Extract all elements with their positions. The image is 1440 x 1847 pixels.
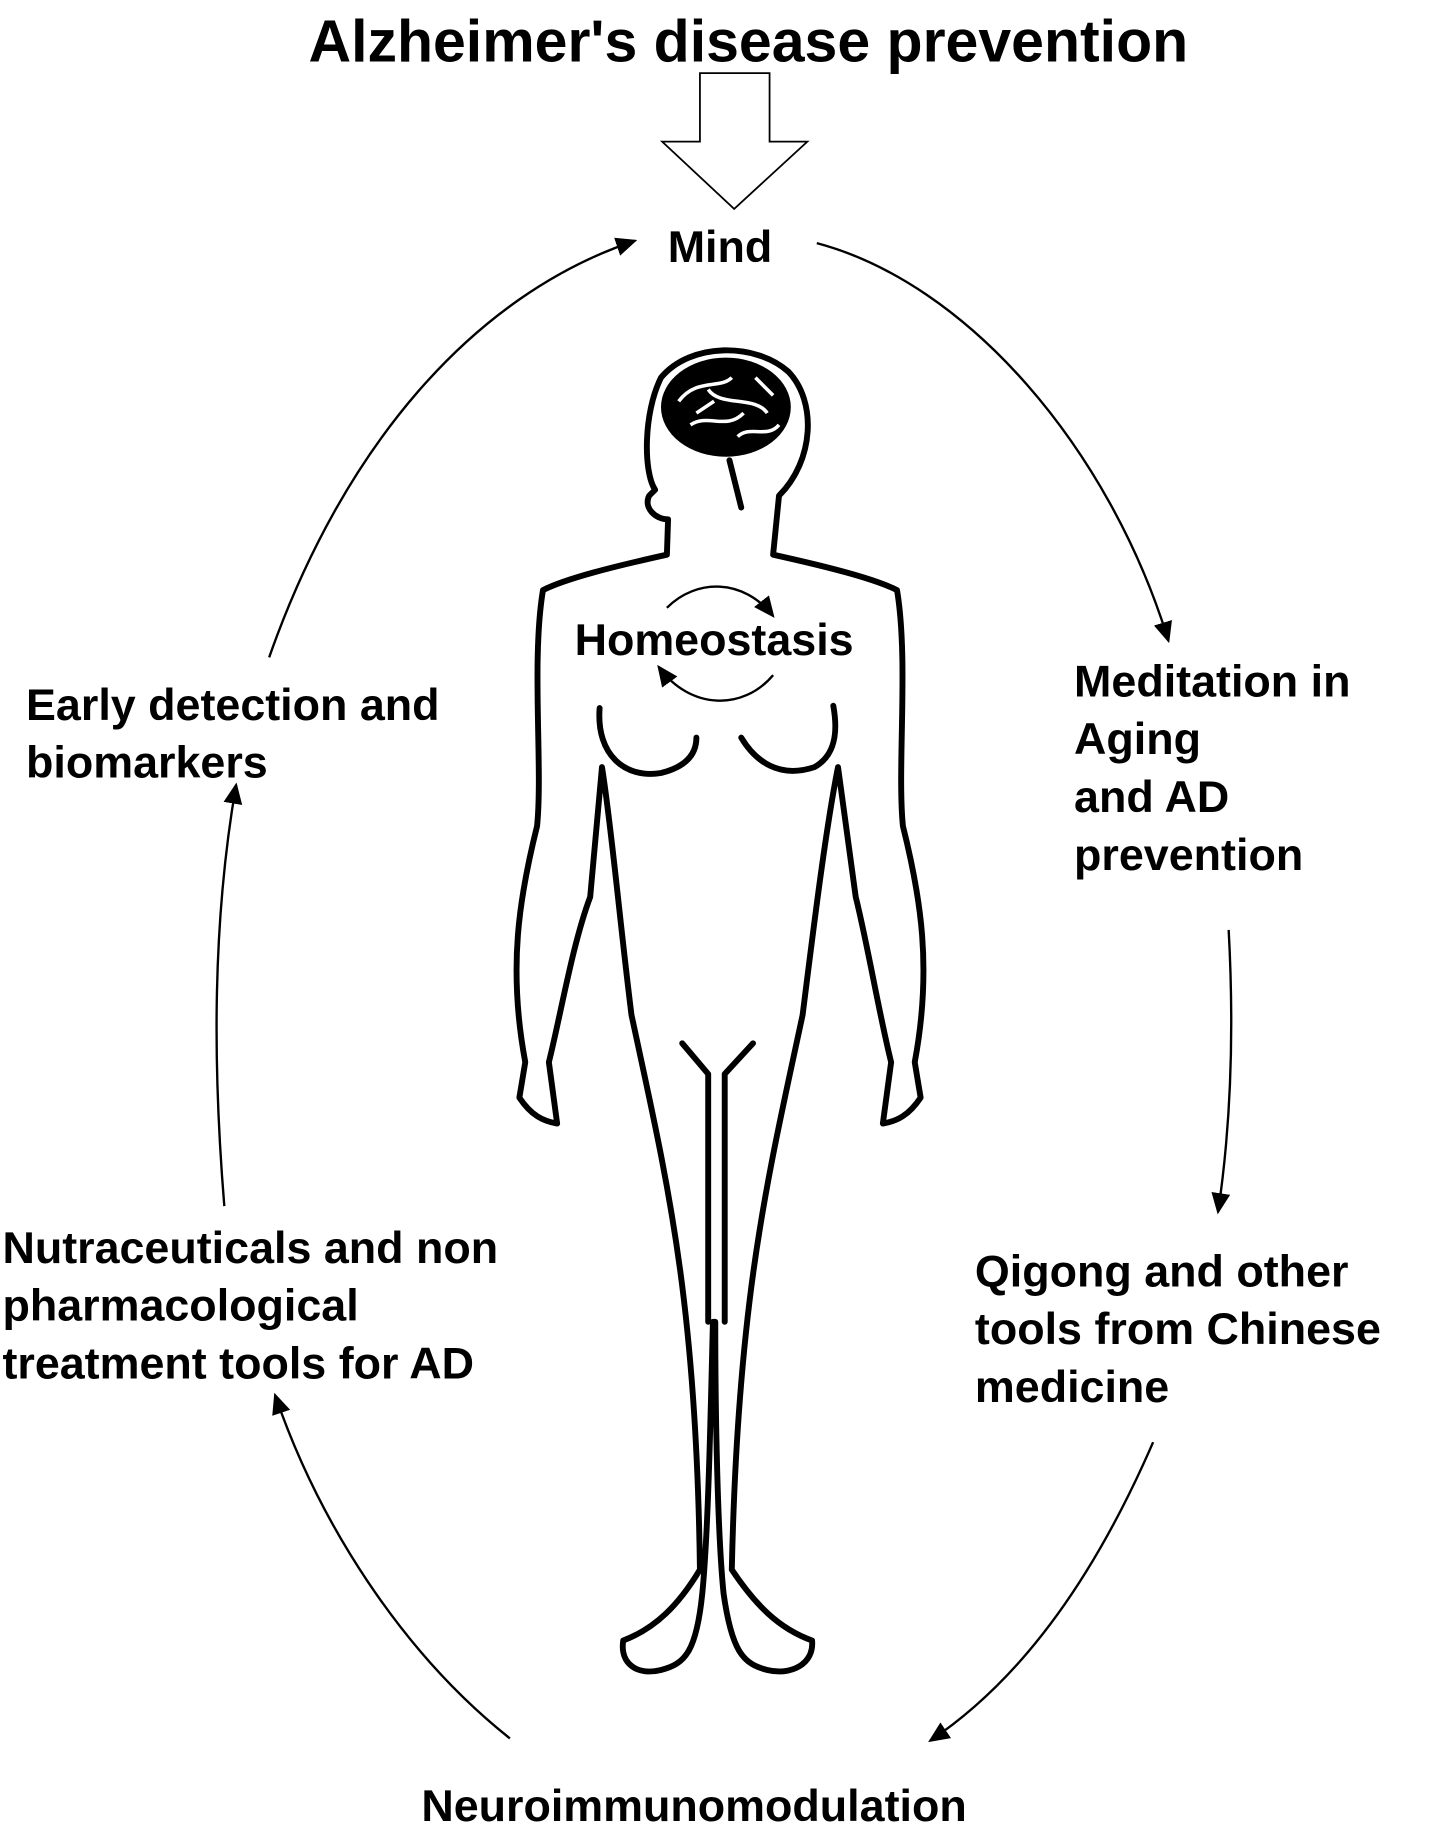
brain-icon — [660, 357, 791, 457]
down-arrow — [659, 72, 810, 211]
node-qigong-line: medicine — [975, 1361, 1169, 1412]
node-meditation: Meditation in Aging and AD prevention — [1074, 655, 1350, 879]
arrow-early-to-mind — [268, 237, 638, 658]
node-meditation-line: Meditation in — [1074, 655, 1350, 706]
center-label-homeostasis: Homeostasis — [575, 614, 854, 665]
node-meditation-line: and AD — [1074, 771, 1229, 822]
human-figure-icon — [513, 347, 927, 1675]
node-early-detection-line: biomarkers — [26, 737, 268, 788]
arrow-qigong-to-neuro — [928, 1441, 1155, 1743]
node-mind: Mind — [668, 221, 773, 272]
homeostasis-arrow-bottom — [657, 664, 775, 702]
node-qigong-line: tools from Chinese — [975, 1303, 1381, 1354]
node-nutraceuticals-line: Nutraceuticals and non — [2, 1222, 498, 1273]
node-neuroimmunomodulation: Neuroimmunomodulation — [421, 1780, 966, 1831]
node-qigong-line: Qigong and other — [975, 1245, 1349, 1296]
node-qigong: Qigong and other tools from Chinese medi… — [975, 1245, 1381, 1412]
arrow-neuro-to-nutraceuticals — [272, 1392, 511, 1740]
node-early-detection: Early detection and biomarkers — [26, 679, 440, 788]
node-meditation-line: Aging — [1074, 713, 1201, 764]
arrow-meditation-to-qigong — [1211, 929, 1233, 1215]
arrow-mind-to-meditation — [816, 241, 1172, 644]
node-early-detection-line: Early detection and — [26, 679, 440, 730]
node-nutraceuticals-line: pharmacological — [2, 1280, 358, 1331]
homeostasis-arrow-top — [666, 585, 775, 618]
arrow-nutraceuticals-to-early — [215, 782, 243, 1207]
diagram-title: Alzheimer's disease prevention — [308, 8, 1188, 74]
node-nutraceuticals: Nutraceuticals and non pharmacological t… — [2, 1222, 498, 1389]
node-meditation-line: prevention — [1074, 829, 1303, 880]
node-nutraceuticals-line: treatment tools for AD — [2, 1337, 474, 1388]
